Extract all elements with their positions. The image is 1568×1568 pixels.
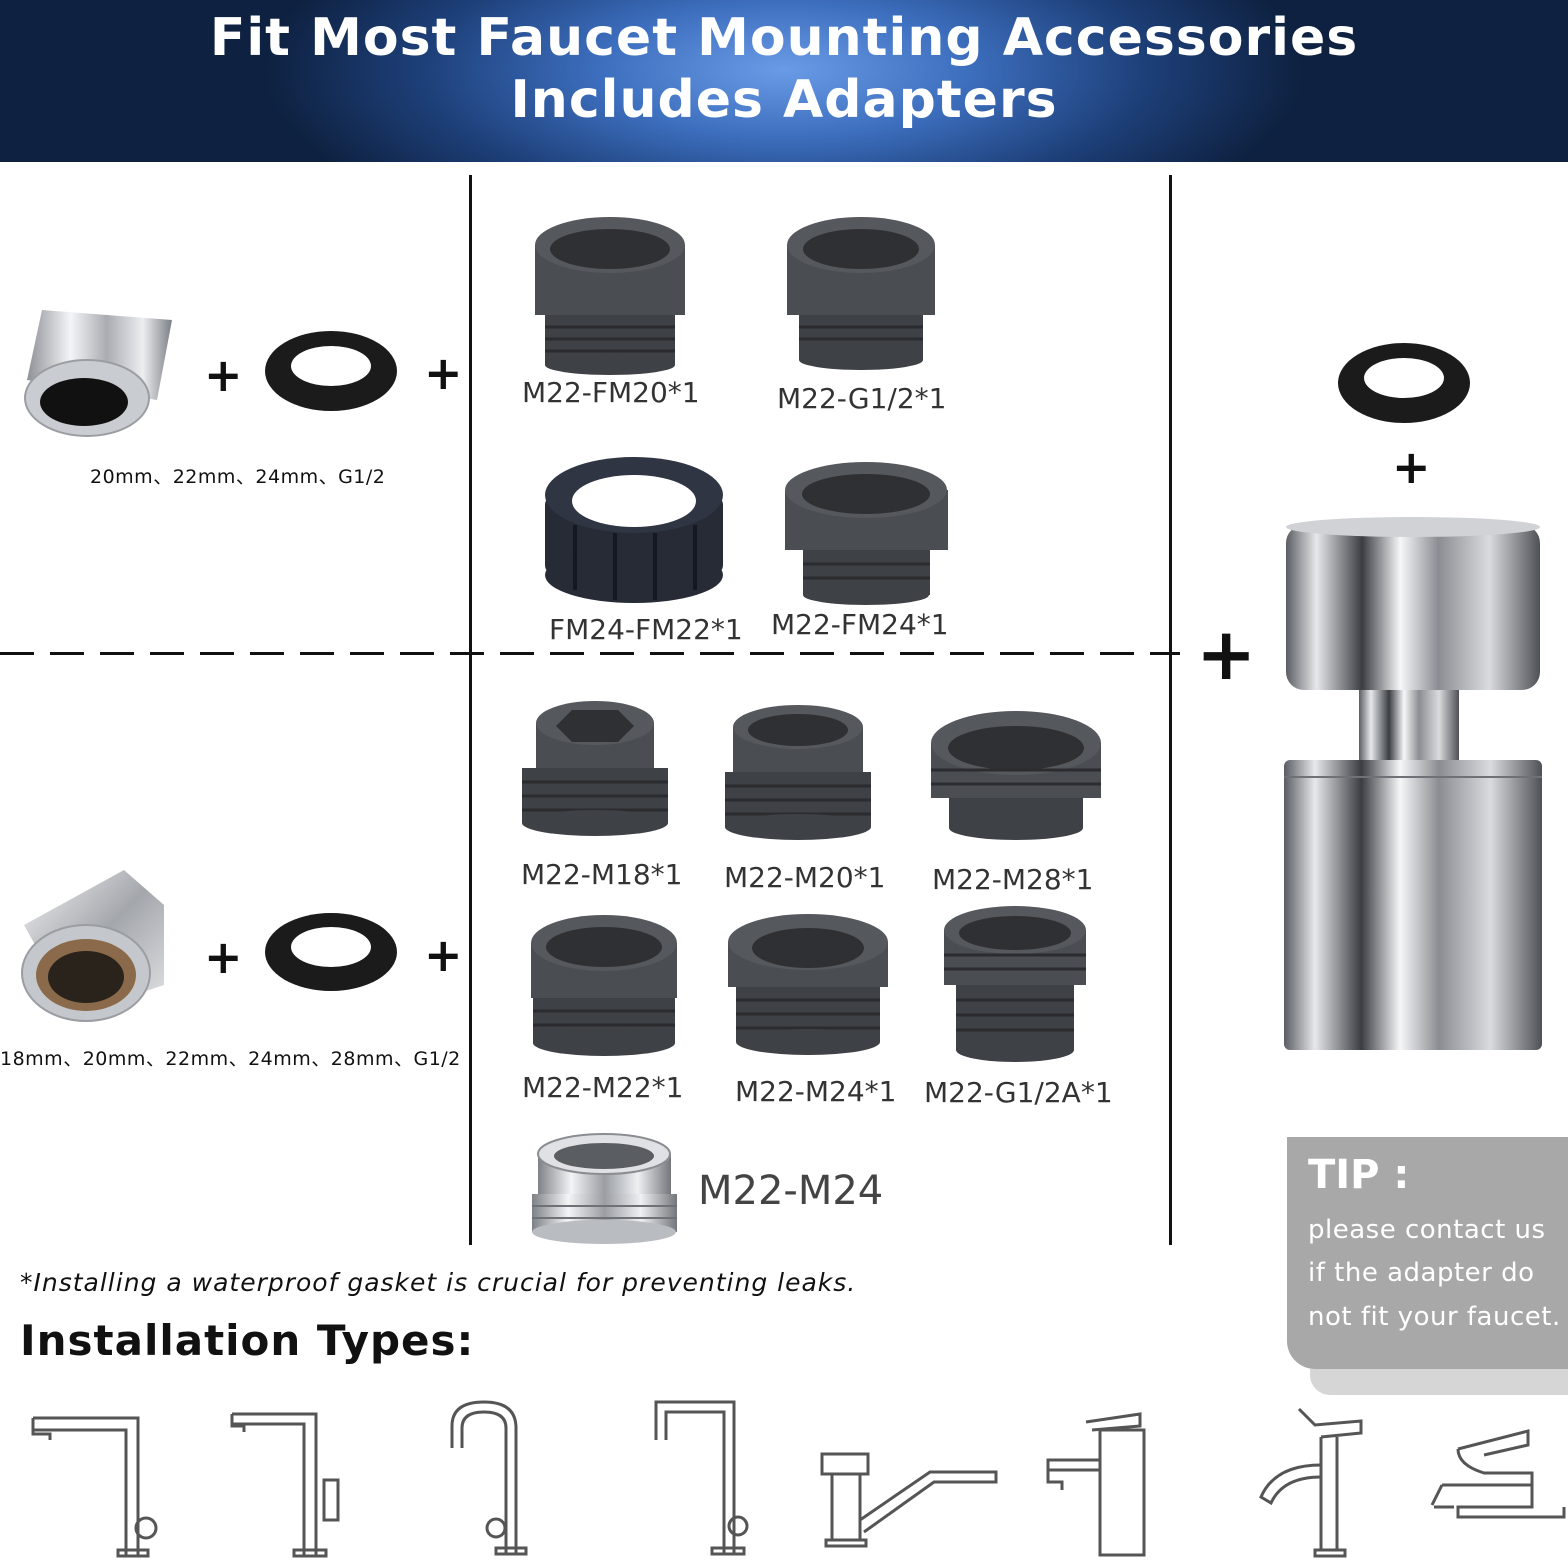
divider-right <box>1169 175 1172 1245</box>
adapter-label: M22-FM24*1 <box>771 608 949 641</box>
tall-basin-faucet-icon <box>1259 1407 1363 1558</box>
adapter-m22-fm24-image <box>785 462 948 605</box>
tip-line: please contact us <box>1308 1215 1546 1245</box>
adapter-m22-fm20-image <box>535 217 685 375</box>
metal-adapter-label: M22-M24 <box>698 1168 884 1214</box>
adapter-label: M22-M20*1 <box>724 861 886 894</box>
adapter-label: M22-FM20*1 <box>522 376 700 409</box>
adapter-m22-g12-image <box>787 217 935 370</box>
plus-sign: + <box>424 346 463 400</box>
plus-sign: + <box>1392 440 1431 494</box>
waterfall-basin-faucet-icon <box>1430 1429 1566 1519</box>
adapter-fm24-fm22-image <box>545 457 723 603</box>
adapter-label: FM24-FM22*1 <box>549 613 743 646</box>
adapter-m22-g12a-image <box>944 906 1086 1062</box>
header-banner: Fit Most Faucet Mounting Accessories Inc… <box>0 0 1568 162</box>
plus-sign: + <box>204 930 243 984</box>
adapter-m22-m18-image <box>522 701 668 836</box>
rubber-gasket-image <box>265 331 397 411</box>
plus-sign: + <box>424 928 463 982</box>
swivel-aerator-image <box>1284 517 1542 1050</box>
top-sizes-label: 20mm、22mm、24mm、G1/2 <box>90 466 386 488</box>
faucet-spout-male-image <box>24 310 172 437</box>
tip-box-shadow <box>1310 1369 1568 1395</box>
faucet-spout-female-image <box>21 870 164 1022</box>
tip-line: not fit your faucet. <box>1308 1302 1561 1332</box>
plus-sign: + <box>204 348 243 402</box>
square-gooseneck-faucet-icon <box>654 1400 749 1556</box>
divider-left <box>469 175 472 1245</box>
deck-mount-faucet-icon <box>820 1452 998 1548</box>
adapter-m22-m24-image <box>728 914 888 1055</box>
gasket-note: *Installing a waterproof gasket is cruci… <box>20 1268 857 1297</box>
adapter-m22-m28-image <box>931 711 1101 840</box>
plus-sign-large: + <box>1196 612 1257 696</box>
banner-title-line1: Fit Most Faucet Mounting Accessories <box>209 8 1359 68</box>
tip-box <box>1287 1137 1568 1369</box>
gooseneck-faucet-icon <box>450 1400 528 1556</box>
adapter-m22-m22-image <box>531 915 677 1056</box>
kitchen-faucet-icon <box>31 1416 158 1558</box>
banner-title-line2: Includes Adapters <box>510 70 1058 130</box>
tip-title: TIP : <box>1308 1152 1410 1198</box>
pull-out-faucet-icon <box>230 1412 340 1558</box>
metal-adapter-image <box>532 1133 677 1244</box>
adapter-label: M22-M22*1 <box>522 1071 684 1104</box>
basin-faucet-icon <box>1046 1412 1146 1557</box>
adapter-label: M22-M24*1 <box>735 1075 897 1108</box>
adapter-m22-m20-image <box>725 705 871 840</box>
adapter-label: M22-G1/2A*1 <box>924 1076 1113 1109</box>
adapter-label: M22-G1/2*1 <box>777 382 947 415</box>
adapter-label: M22-M28*1 <box>932 863 1094 896</box>
bottom-sizes-label: 18mm、20mm、22mm、24mm、28mm、G1/2 <box>0 1048 461 1070</box>
rubber-gasket-image <box>265 913 397 991</box>
tip-line: if the adapter do <box>1308 1258 1535 1288</box>
dashed-divider <box>0 652 1180 655</box>
adapter-label: M22-M18*1 <box>521 858 683 891</box>
rubber-gasket-image <box>1338 343 1470 423</box>
installation-types-title: Installation Types: <box>20 1316 475 1365</box>
